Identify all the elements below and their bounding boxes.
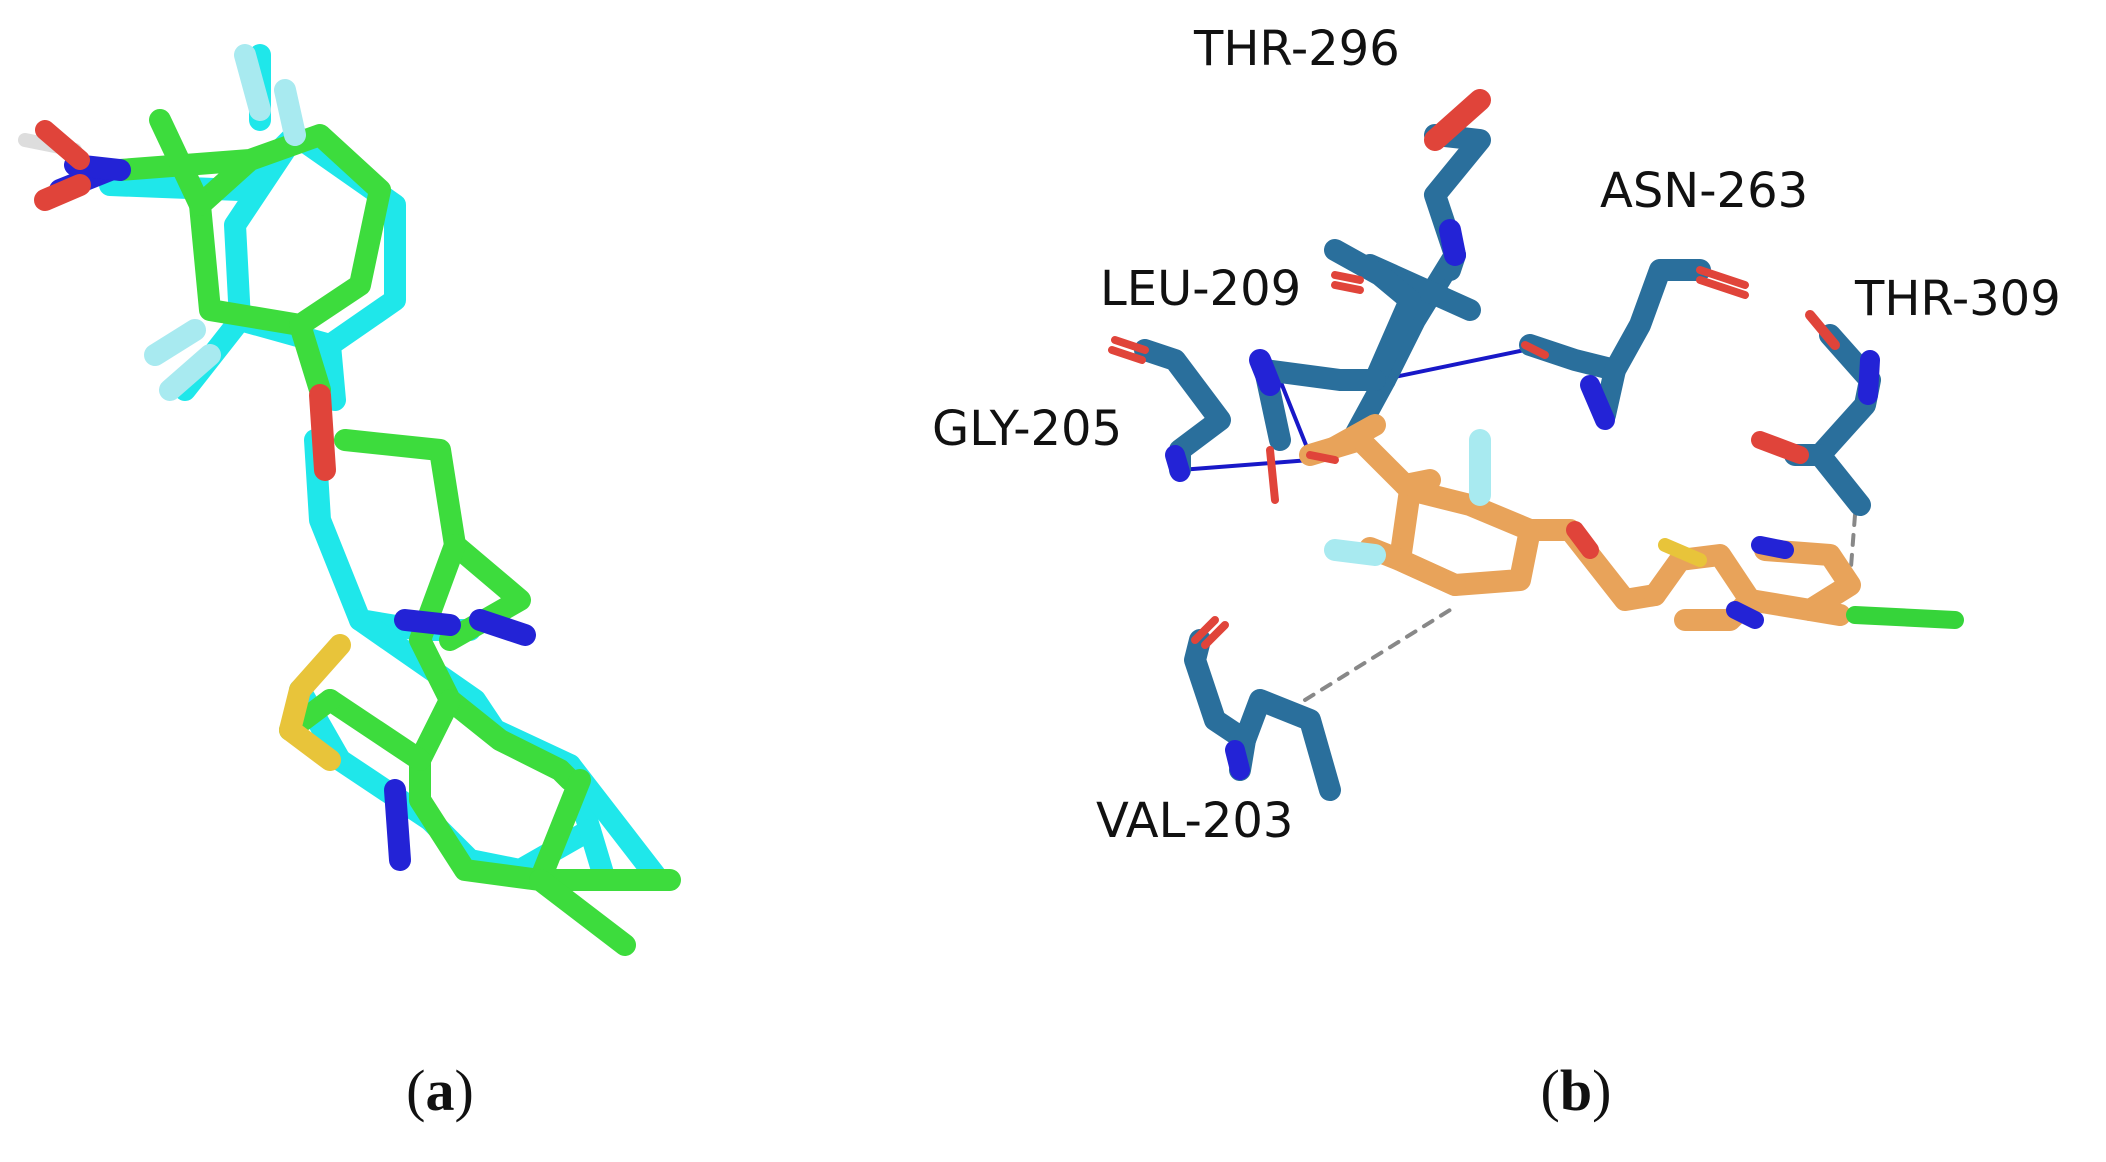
thr296-oh	[1439, 219, 1466, 266]
val203-oxygen	[1191, 616, 1229, 649]
thr309-oxygen-2	[1751, 431, 1809, 464]
panel-a-structure	[18, 44, 681, 956]
residue-asn263-sticks	[1519, 259, 1711, 426]
panel-a-caption: (a)	[406, 1058, 474, 1123]
ligand-fluorine-atoms	[1324, 429, 1491, 566]
leu209-carbonyl	[1331, 271, 1364, 294]
ligand-sulfur	[1658, 538, 1707, 567]
ether-oxygen-a	[309, 384, 336, 481]
residue-val203-sticks	[1184, 629, 1341, 801]
ligand-nitrogens	[1726, 536, 1794, 629]
orange-ligand	[1299, 414, 1861, 631]
val203-nitrogen	[1225, 740, 1250, 780]
residue-label-val203: VAL-203	[1096, 793, 1293, 849]
thr309-nitrogen	[1858, 350, 1880, 405]
fluorine-atoms-a	[144, 44, 306, 401]
residue-label-asn263: ASN-263	[1600, 163, 1808, 219]
ligand-carbonyl-oxygen	[1306, 451, 1339, 464]
residue-thr309-sticks	[1784, 324, 1881, 516]
hydrophobic-contacts	[1303, 513, 1857, 702]
thr309-oxygen	[1805, 310, 1840, 350]
residue-label-leu209: LEU-209	[1100, 261, 1301, 317]
gly205-oxygen	[1108, 336, 1149, 364]
ligand-chlorine	[1846, 606, 1964, 629]
gly205-ncarbonyl	[1266, 446, 1279, 504]
ligand-ether-oxygen	[1566, 521, 1599, 559]
terminal-group-a	[18, 120, 91, 211]
gly205-nitrogen	[1165, 445, 1190, 482]
residue-label-thr309: THR-309	[1854, 271, 2061, 327]
green-ligand-pose	[109, 109, 681, 956]
leu209-nitrogen	[1249, 349, 1281, 396]
sulfur-atom-a	[279, 634, 351, 771]
panel-b-structure	[1108, 89, 1964, 801]
asn263-nitrogen	[1580, 375, 1615, 430]
residue-label-gly205: GLY-205	[932, 401, 1122, 457]
thr296-oxygen	[1424, 89, 1491, 151]
residue-label-thr296: THR-296	[1193, 21, 1400, 77]
asn263-oxygens	[1521, 266, 1749, 359]
panel-b-caption: (b)	[1541, 1058, 1612, 1123]
